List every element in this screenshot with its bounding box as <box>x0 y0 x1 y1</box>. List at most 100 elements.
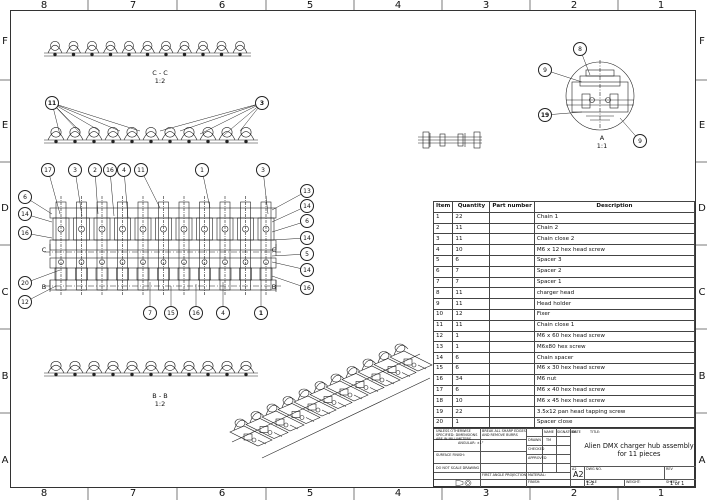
bom-item: 13 <box>432 341 454 354</box>
row-index-right-F: F <box>699 36 705 47</box>
balloon-front_right-3: 14 <box>300 231 314 245</box>
row-index-right-E: E <box>698 120 706 131</box>
tb-do-not-scale: DO NOT SCALE DRAWING <box>436 466 480 470</box>
bom-part-number <box>489 341 535 354</box>
tb-notes: UNLESS OTHERWISE SPECIFIED: DIMENSIONS A… <box>436 429 478 441</box>
column-index-bottom-3: 3 <box>482 488 490 499</box>
balloon-front_bottom-2: 16 <box>189 306 203 320</box>
bom-quantity: 1 <box>452 330 491 343</box>
bom-header-item: Item <box>432 201 454 213</box>
tb-title-label: TITLE: <box>590 430 601 434</box>
tb-projection: FIRST ANGLE PROJECTION <box>482 473 527 477</box>
row-index-right-B: B <box>698 371 706 382</box>
bom-part-number <box>489 287 535 300</box>
tb-checked: CHECKED <box>528 447 545 451</box>
bom-item: 6 <box>432 265 454 278</box>
row-index-right-D: D <box>698 203 706 214</box>
tb-approved: APPROVED <box>528 456 547 460</box>
balloon-front_bottom-0: 7 <box>143 306 157 320</box>
bom-header-row: Item Quantity Part number Description <box>432 201 696 213</box>
row-index-left-A: A <box>1 455 9 466</box>
bom-header-quantity: Quantity <box>452 201 491 213</box>
balloon-front_right-1: 14 <box>300 199 314 213</box>
section-bb-view <box>44 361 258 377</box>
bom-quantity: 22 <box>452 211 491 224</box>
bom-part-number <box>489 254 535 267</box>
row-index-right-C: C <box>698 287 706 298</box>
balloon-front_right-2: 6 <box>300 214 314 228</box>
bom-description: M6 x 40 hex head screw <box>533 384 696 397</box>
front-view <box>44 196 282 296</box>
bom-quantity: 10 <box>452 395 491 408</box>
tb-sheet-label: SHEET <box>666 480 678 484</box>
balloon-front_top-0: 17 <box>41 163 55 177</box>
bom-part-number <box>489 406 535 418</box>
column-index-top-2: 2 <box>570 0 578 11</box>
bom-part-number <box>489 362 535 375</box>
bom-description: Spacer 2 <box>533 265 696 278</box>
balloon-front_top-3: 16 <box>103 163 117 177</box>
bom-item: 7 <box>432 276 454 289</box>
column-index-bottom-4: 4 <box>394 488 402 499</box>
balloon-front_right-5: 14 <box>300 263 314 277</box>
tb-size: A2 <box>572 467 577 471</box>
bom-quantity: 7 <box>452 276 491 289</box>
bom-description: M6 x 12 hex head screw <box>533 244 696 256</box>
balloon-front_top-6: 1 <box>195 163 209 177</box>
bom-quantity: 6 <box>452 362 491 375</box>
sheet-border <box>10 10 696 488</box>
bom-description: M6 nut <box>533 373 696 386</box>
tb-rev-label: REV <box>666 467 673 471</box>
balloon-front_right-6: 16 <box>300 281 314 295</box>
row-index-right-A: A <box>698 455 706 466</box>
bom-item: 15 <box>432 362 454 375</box>
detail-a-label: A <box>599 134 605 142</box>
bom-quantity: 6 <box>452 254 491 267</box>
bom-description: Chain close 2 <box>533 233 696 246</box>
detail-a-view <box>565 60 635 131</box>
bom-header-description: Description <box>533 201 696 213</box>
detail-a-title: A 1:1 <box>592 134 612 150</box>
bom-part-number <box>489 222 535 235</box>
bom-quantity: 6 <box>452 384 491 397</box>
bom-item: 9 <box>432 298 454 310</box>
balloon-front_left-0: 6 <box>18 190 32 204</box>
sheet-size: A2 <box>573 470 584 479</box>
column-index-bottom-2: 2 <box>570 488 578 499</box>
tb-drawn-by: TM <box>546 438 551 442</box>
bom-quantity: 11 <box>452 287 491 300</box>
column-index-top-4: 4 <box>394 0 402 11</box>
column-index-bottom-6: 6 <box>218 488 226 499</box>
balloon-front_top-2: 2 <box>88 163 102 177</box>
section-cc-scale: 1:2 <box>154 76 166 85</box>
bom-item: 16 <box>432 373 454 386</box>
balloon-detail-3: 9 <box>633 134 647 148</box>
detail-a-scale: 1:1 <box>596 141 608 150</box>
bom-description: M6 x 45 hex head screw <box>533 395 696 408</box>
row-index-left-B: B <box>1 371 9 382</box>
side-view <box>418 131 482 149</box>
bom-part-number <box>489 308 535 321</box>
tb-col-name: NAME <box>544 430 554 434</box>
balloon-front_left-3: 20 <box>18 276 32 290</box>
section-cc-label: C - C <box>152 69 168 77</box>
bom-description: 3.5x12 pan head tapping screw <box>533 406 696 418</box>
bom-item: 18 <box>432 395 454 408</box>
bom-item: 2 <box>432 222 454 235</box>
row-index-left-F: F <box>2 36 8 47</box>
tb-break-edges: BREAK ALL SHARP EDGES AND REMOVE BURRS <box>482 429 526 437</box>
bom-description: Spacer 3 <box>533 254 696 267</box>
balloon-front_right-0: 13 <box>300 184 314 198</box>
cut-c-left: C <box>41 246 47 254</box>
bom-quantity: 6 <box>452 352 491 364</box>
column-index-top-1: 1 <box>657 0 665 11</box>
